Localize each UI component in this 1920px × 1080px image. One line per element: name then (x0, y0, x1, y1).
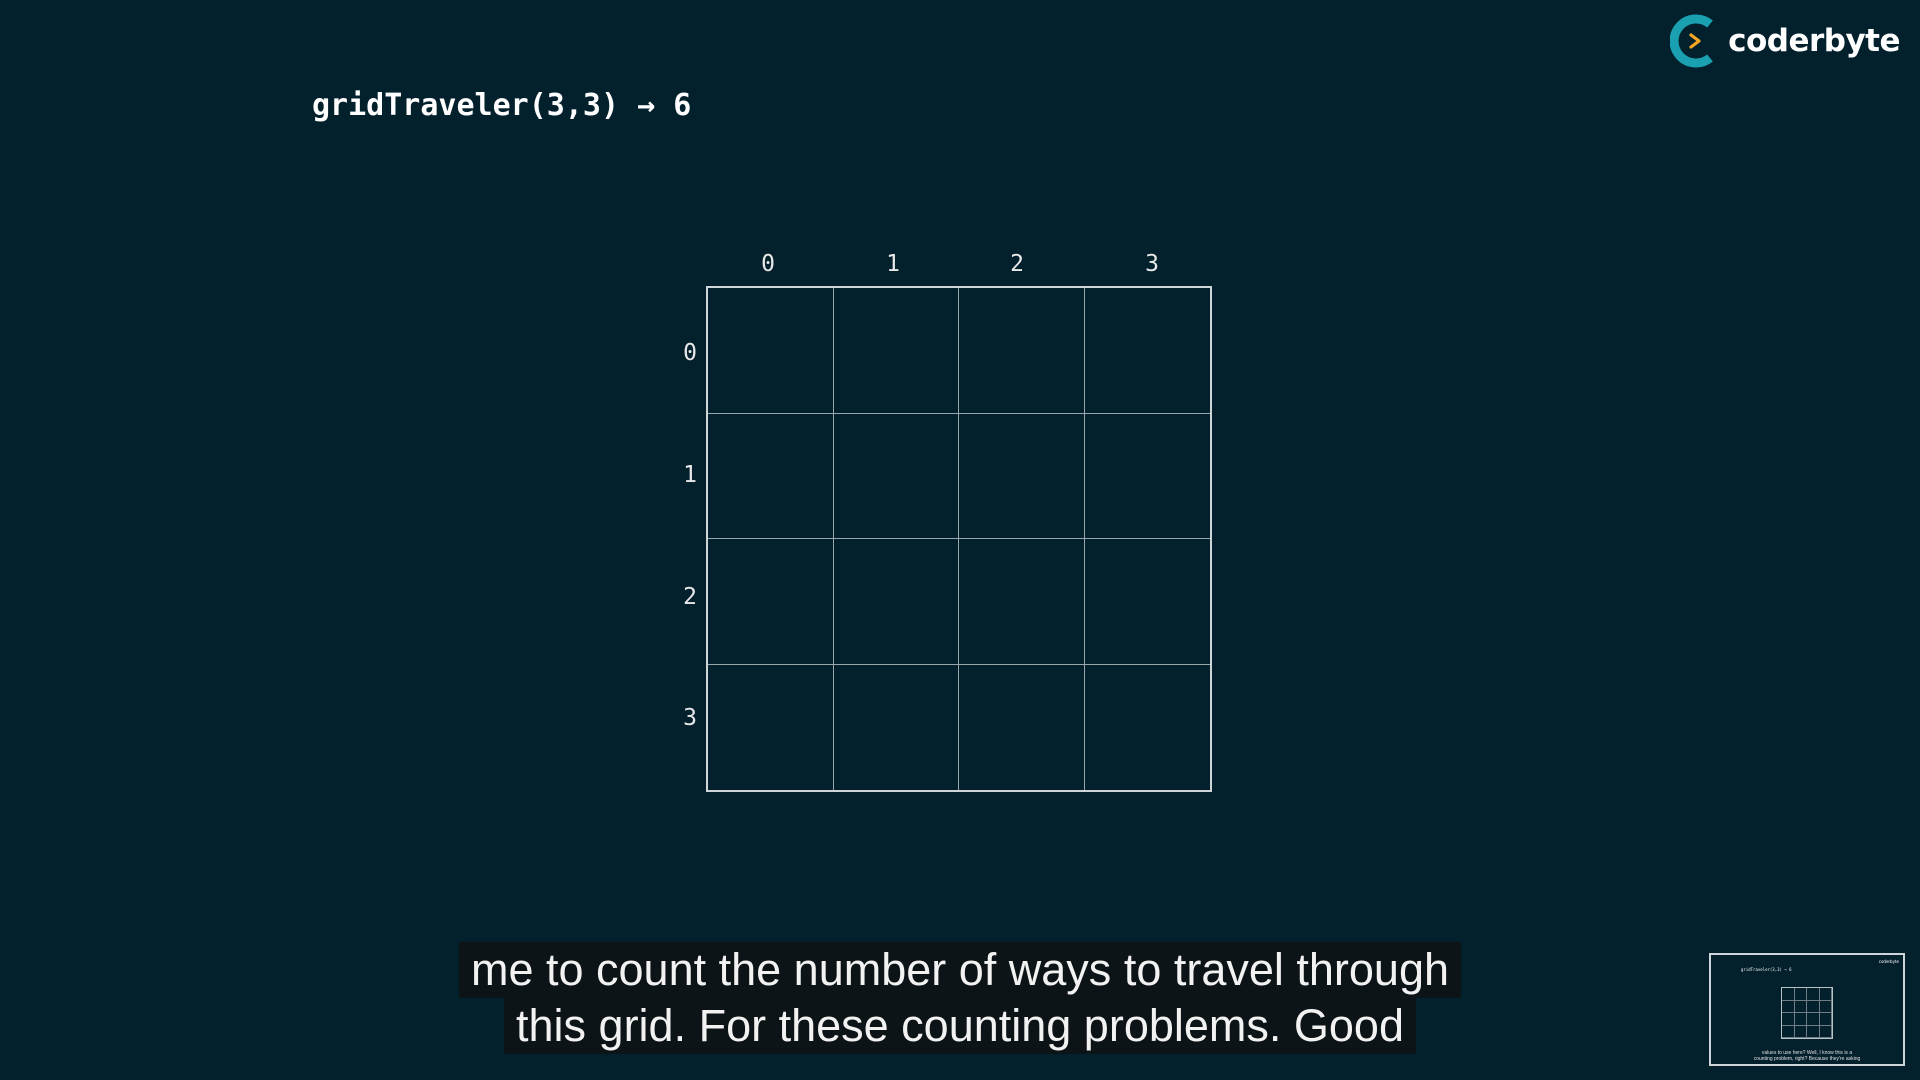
video-captions: me to count the number of ways to travel… (0, 942, 1920, 1054)
row-label: 1 (683, 462, 697, 488)
grid-cell (708, 288, 834, 414)
grid-cell (1084, 539, 1210, 665)
grid-cell (708, 413, 834, 539)
grid-cell (959, 413, 1085, 539)
grid-cell (959, 539, 1085, 665)
grid-cell (833, 413, 959, 539)
grid-cell (1084, 414, 1210, 539)
grid-cell (959, 288, 1085, 414)
thumbnail-logo: coderbyte (1878, 959, 1899, 964)
coderbyte-logo-icon (1670, 14, 1713, 68)
code-title: gridTraveler(3,3) → 6 (312, 88, 692, 123)
row-label: 2 (683, 584, 697, 610)
thumbnail-grid (1781, 987, 1833, 1039)
grid-cell (1084, 288, 1210, 414)
column-label: 0 (761, 251, 775, 277)
video-preview-thumbnail[interactable]: gridTraveler(3,3) → 6 coderbyte values t… (1709, 953, 1905, 1066)
brand-logo: coderbyte (1670, 14, 1900, 68)
column-label: 2 (1010, 251, 1024, 277)
grid-cell (708, 664, 834, 790)
column-label: 1 (886, 251, 900, 277)
brand-name: coderbyte (1728, 23, 1900, 59)
grid-cell (959, 664, 1085, 790)
thumbnail-title: gridTraveler(3,3) → 6 (1741, 967, 1792, 972)
grid-cell (833, 288, 959, 414)
caption-line: me to count the number of ways to travel… (458, 942, 1462, 998)
grid-cell (708, 539, 834, 665)
grid-cell (1085, 665, 1211, 791)
thumbnail-caption: values to use here? Well, I know this is… (1711, 1050, 1903, 1062)
thumbnail-caption-line: counting problem, right? Because they're… (1753, 1056, 1861, 1062)
column-label: 3 (1145, 251, 1159, 277)
grid-cell (834, 664, 959, 790)
row-label: 0 (683, 340, 697, 366)
grid (706, 286, 1212, 792)
thumbnail-caption-line: values to use here? Well, I know this is… (1761, 1050, 1853, 1056)
grid-cell (833, 539, 959, 665)
caption-line: this grid. For these counting problems. … (504, 998, 1416, 1054)
row-label: 3 (683, 705, 697, 731)
